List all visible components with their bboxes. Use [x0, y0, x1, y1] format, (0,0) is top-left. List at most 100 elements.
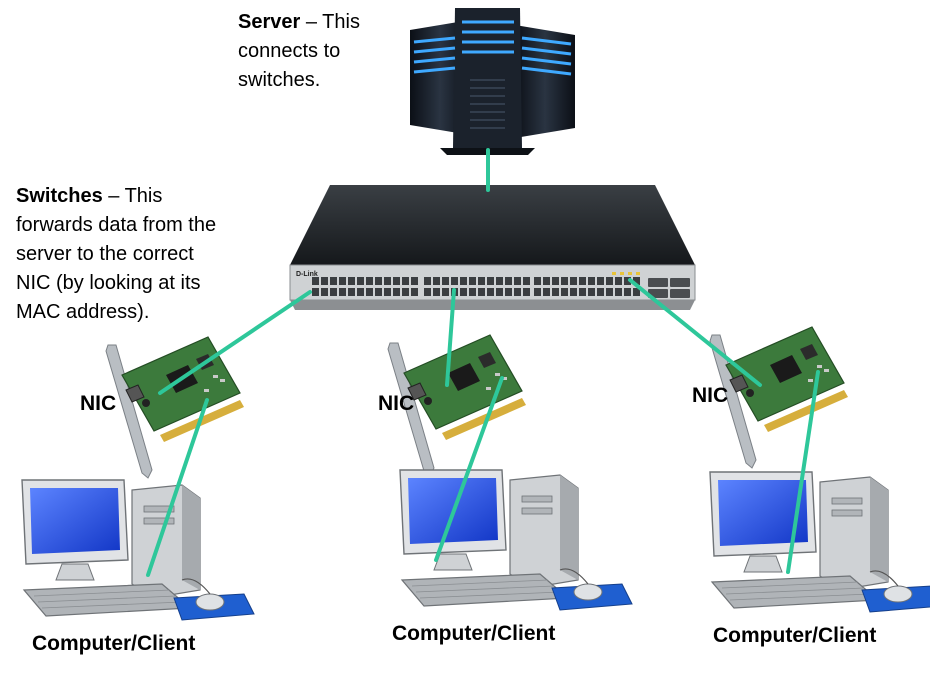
switch-port: [411, 277, 418, 285]
switch-port: [393, 288, 400, 296]
switch-port: [357, 277, 364, 285]
server-desc-line-1: – This: [305, 11, 360, 33]
switch-port: [615, 277, 622, 285]
switch-port: [561, 277, 568, 285]
switch-port: [469, 288, 476, 296]
server-desc-line-3: switches.: [238, 69, 321, 91]
switch-port: [451, 277, 458, 285]
switch-port: [561, 288, 568, 296]
switch-port: [579, 288, 586, 296]
computer-label-2: Computer/Client: [392, 622, 556, 645]
switch-port: [487, 288, 494, 296]
switch-port: [411, 288, 418, 296]
switch-port: [384, 277, 391, 285]
network-switch-icon: D-Link: [289, 185, 696, 310]
switch-port: [366, 288, 373, 296]
switch-port: [339, 277, 346, 285]
switch-port: [523, 277, 530, 285]
switch-port: [570, 288, 577, 296]
nic-card-icon: [387, 334, 526, 477]
switch-port: [375, 277, 382, 285]
switch-port: [375, 288, 382, 296]
switch-port: [496, 288, 503, 296]
switch-port: [442, 288, 449, 296]
switch-desc-line-1: – This: [108, 185, 163, 207]
switch-port: [505, 288, 512, 296]
switch-port: [330, 277, 337, 285]
switch-port: [424, 288, 431, 296]
switch-port: [514, 288, 521, 296]
switch-port: [588, 277, 595, 285]
switch-port: [633, 277, 640, 285]
switch-port: [552, 277, 559, 285]
switch-description: Switches – This forwards data from the s…: [16, 182, 216, 327]
server-icon: [410, 8, 575, 155]
switch-port: [442, 277, 449, 285]
nic3-computer3-link: [786, 370, 820, 574]
switch-port: [624, 277, 631, 285]
switch-port: [460, 288, 467, 296]
switch-port: [424, 277, 431, 285]
switch-port: [469, 277, 476, 285]
switch-port: [478, 288, 485, 296]
nic-label-3: NIC: [692, 384, 729, 407]
nic-label-2: NIC: [378, 392, 415, 415]
switch-port: [496, 277, 503, 285]
switch-port: [597, 277, 604, 285]
switch-port: [579, 277, 586, 285]
switch-port: [312, 277, 319, 285]
nic1-computer1-link: [146, 398, 209, 577]
nic-card-icon: [105, 336, 244, 479]
switch-port: [393, 277, 400, 285]
switch-port: [460, 277, 467, 285]
switch-port: [606, 288, 613, 296]
switch-port: [534, 277, 541, 285]
switch-port: [366, 277, 373, 285]
nic-card-icon: [709, 326, 848, 469]
computer-client-icon: [21, 479, 255, 621]
switch-port: [433, 288, 440, 296]
switch-desc-line-4: NIC (by looking at its: [16, 272, 201, 294]
computer-label-3: Computer/Client: [713, 624, 877, 647]
switch-port: [312, 288, 319, 296]
switch-port: [384, 288, 391, 296]
computer-client-icon: [399, 469, 633, 611]
switch-port: [357, 288, 364, 296]
switch-port: [505, 277, 512, 285]
server-title: Server: [238, 11, 301, 33]
switch-port: [588, 288, 595, 296]
switch-title: Switches: [16, 185, 103, 207]
switch-port: [478, 277, 485, 285]
switch-port: [348, 277, 355, 285]
switch-port: [534, 288, 541, 296]
switch-nic2-link: [445, 288, 456, 387]
switch-port: [624, 288, 631, 296]
switch-port: [402, 277, 409, 285]
switch-port: [543, 277, 550, 285]
switch-nic1-link: [158, 290, 312, 395]
nic-label-1: NIC: [80, 392, 117, 415]
switch-port: [402, 288, 409, 296]
switch-port: [321, 277, 328, 285]
switch-nic3-link: [628, 278, 762, 387]
switch-desc-line-3: server to the correct: [16, 243, 194, 265]
switch-ports: [312, 277, 640, 296]
switch-port: [339, 288, 346, 296]
server-description: Server – This connects to switches.: [238, 8, 360, 95]
computer-label-1: Computer/Client: [32, 632, 196, 655]
network-links: [146, 148, 820, 577]
switch-brand-label: D-Link: [296, 271, 318, 278]
switch-port: [615, 288, 622, 296]
switch-port: [514, 277, 521, 285]
switch-port: [597, 288, 604, 296]
switch-port: [523, 288, 530, 296]
switch-port: [570, 277, 577, 285]
switch-port: [543, 288, 550, 296]
computer-client-icon: [709, 471, 930, 613]
switch-port: [552, 288, 559, 296]
switch-port: [487, 277, 494, 285]
switch-desc-line-5: MAC address).: [16, 301, 150, 323]
switch-port: [348, 288, 355, 296]
switch-port: [330, 288, 337, 296]
